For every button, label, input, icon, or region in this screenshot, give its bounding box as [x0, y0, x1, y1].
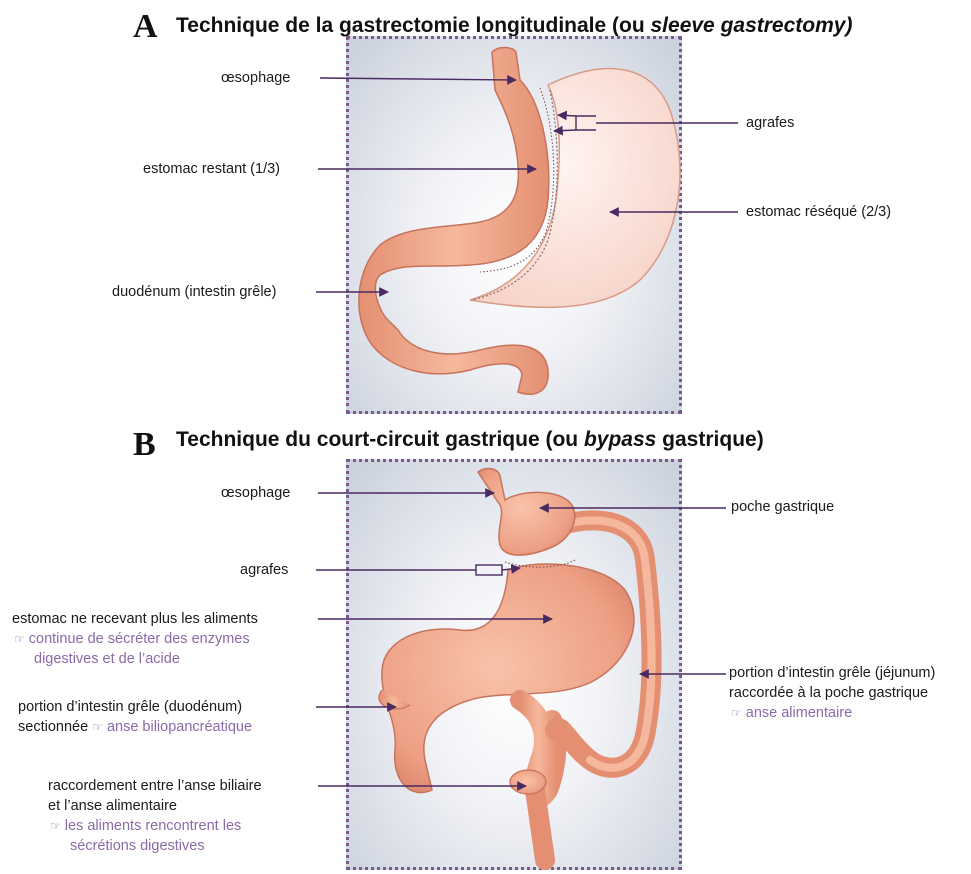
label-b-raccord-1: raccordement entre l’anse biliaire — [48, 776, 262, 796]
label-a-agrafes: agrafes — [746, 113, 794, 133]
label-a-estomac-restant: estomac restant (1/3) — [143, 159, 280, 179]
label-b-raccord-2: et l’anse alimentaire — [48, 796, 177, 816]
note-b-estomac-2: digestives et de l’acide — [34, 649, 180, 669]
label-b-estomac: estomac ne recevant plus les aliments — [12, 609, 258, 629]
label-b-oesophage: œsophage — [221, 483, 290, 503]
note-b-raccord-1: ☞ les aliments rencontrent les — [50, 816, 241, 836]
label-b-duodenum-2: sectionnée ☞ anse biliopancréatique — [18, 717, 252, 737]
note-b-raccord-1-text: les aliments rencontrent les — [65, 818, 242, 834]
label-a-oesophage: œsophage — [221, 68, 290, 88]
label-b-agrafes: agrafes — [240, 560, 288, 580]
label-b-duodenum-1: portion d’intestin grêle (duodénum) — [18, 697, 242, 717]
label-a-estomac-reseque: estomac réséqué (2/3) — [746, 202, 891, 222]
arrow-b-agrafes — [316, 565, 520, 575]
note-b-raccord-2: sécrétions digestives — [70, 836, 205, 856]
label-a-duodenum: duodénum (intestin grêle) — [112, 282, 276, 302]
pointing-hand-icon: ☞ — [14, 632, 25, 646]
remaining-stomach-a — [359, 48, 554, 395]
gastric-pouch-b — [478, 469, 575, 568]
pointing-hand-icon: ☞ — [50, 819, 61, 833]
pointing-hand-icon: ☞ — [92, 720, 103, 734]
label-b-duodenum-2-text: sectionnée — [18, 719, 88, 735]
note-b-duodenum-text: anse biliopancréatique — [107, 719, 252, 735]
label-b-poche: poche gastrique — [731, 497, 834, 517]
pointing-hand-icon: ☞ — [731, 706, 742, 720]
note-b-jejunum-text: anse alimentaire — [746, 705, 852, 721]
note-b-jejunum: ☞ anse alimentaire — [731, 703, 852, 723]
arrow-a-oesophage — [320, 78, 516, 80]
note-b-estomac-1: ☞ continue de sécréter des enzymes — [14, 629, 250, 649]
anastomosis-b — [510, 770, 546, 794]
note-b-estomac-1-text: continue de sécréter des enzymes — [29, 631, 250, 647]
label-b-jejunum-2: raccordée à la poche gastrique — [729, 683, 928, 703]
label-b-jejunum-1: portion d’intestin grêle (jéjunum) — [729, 663, 935, 683]
